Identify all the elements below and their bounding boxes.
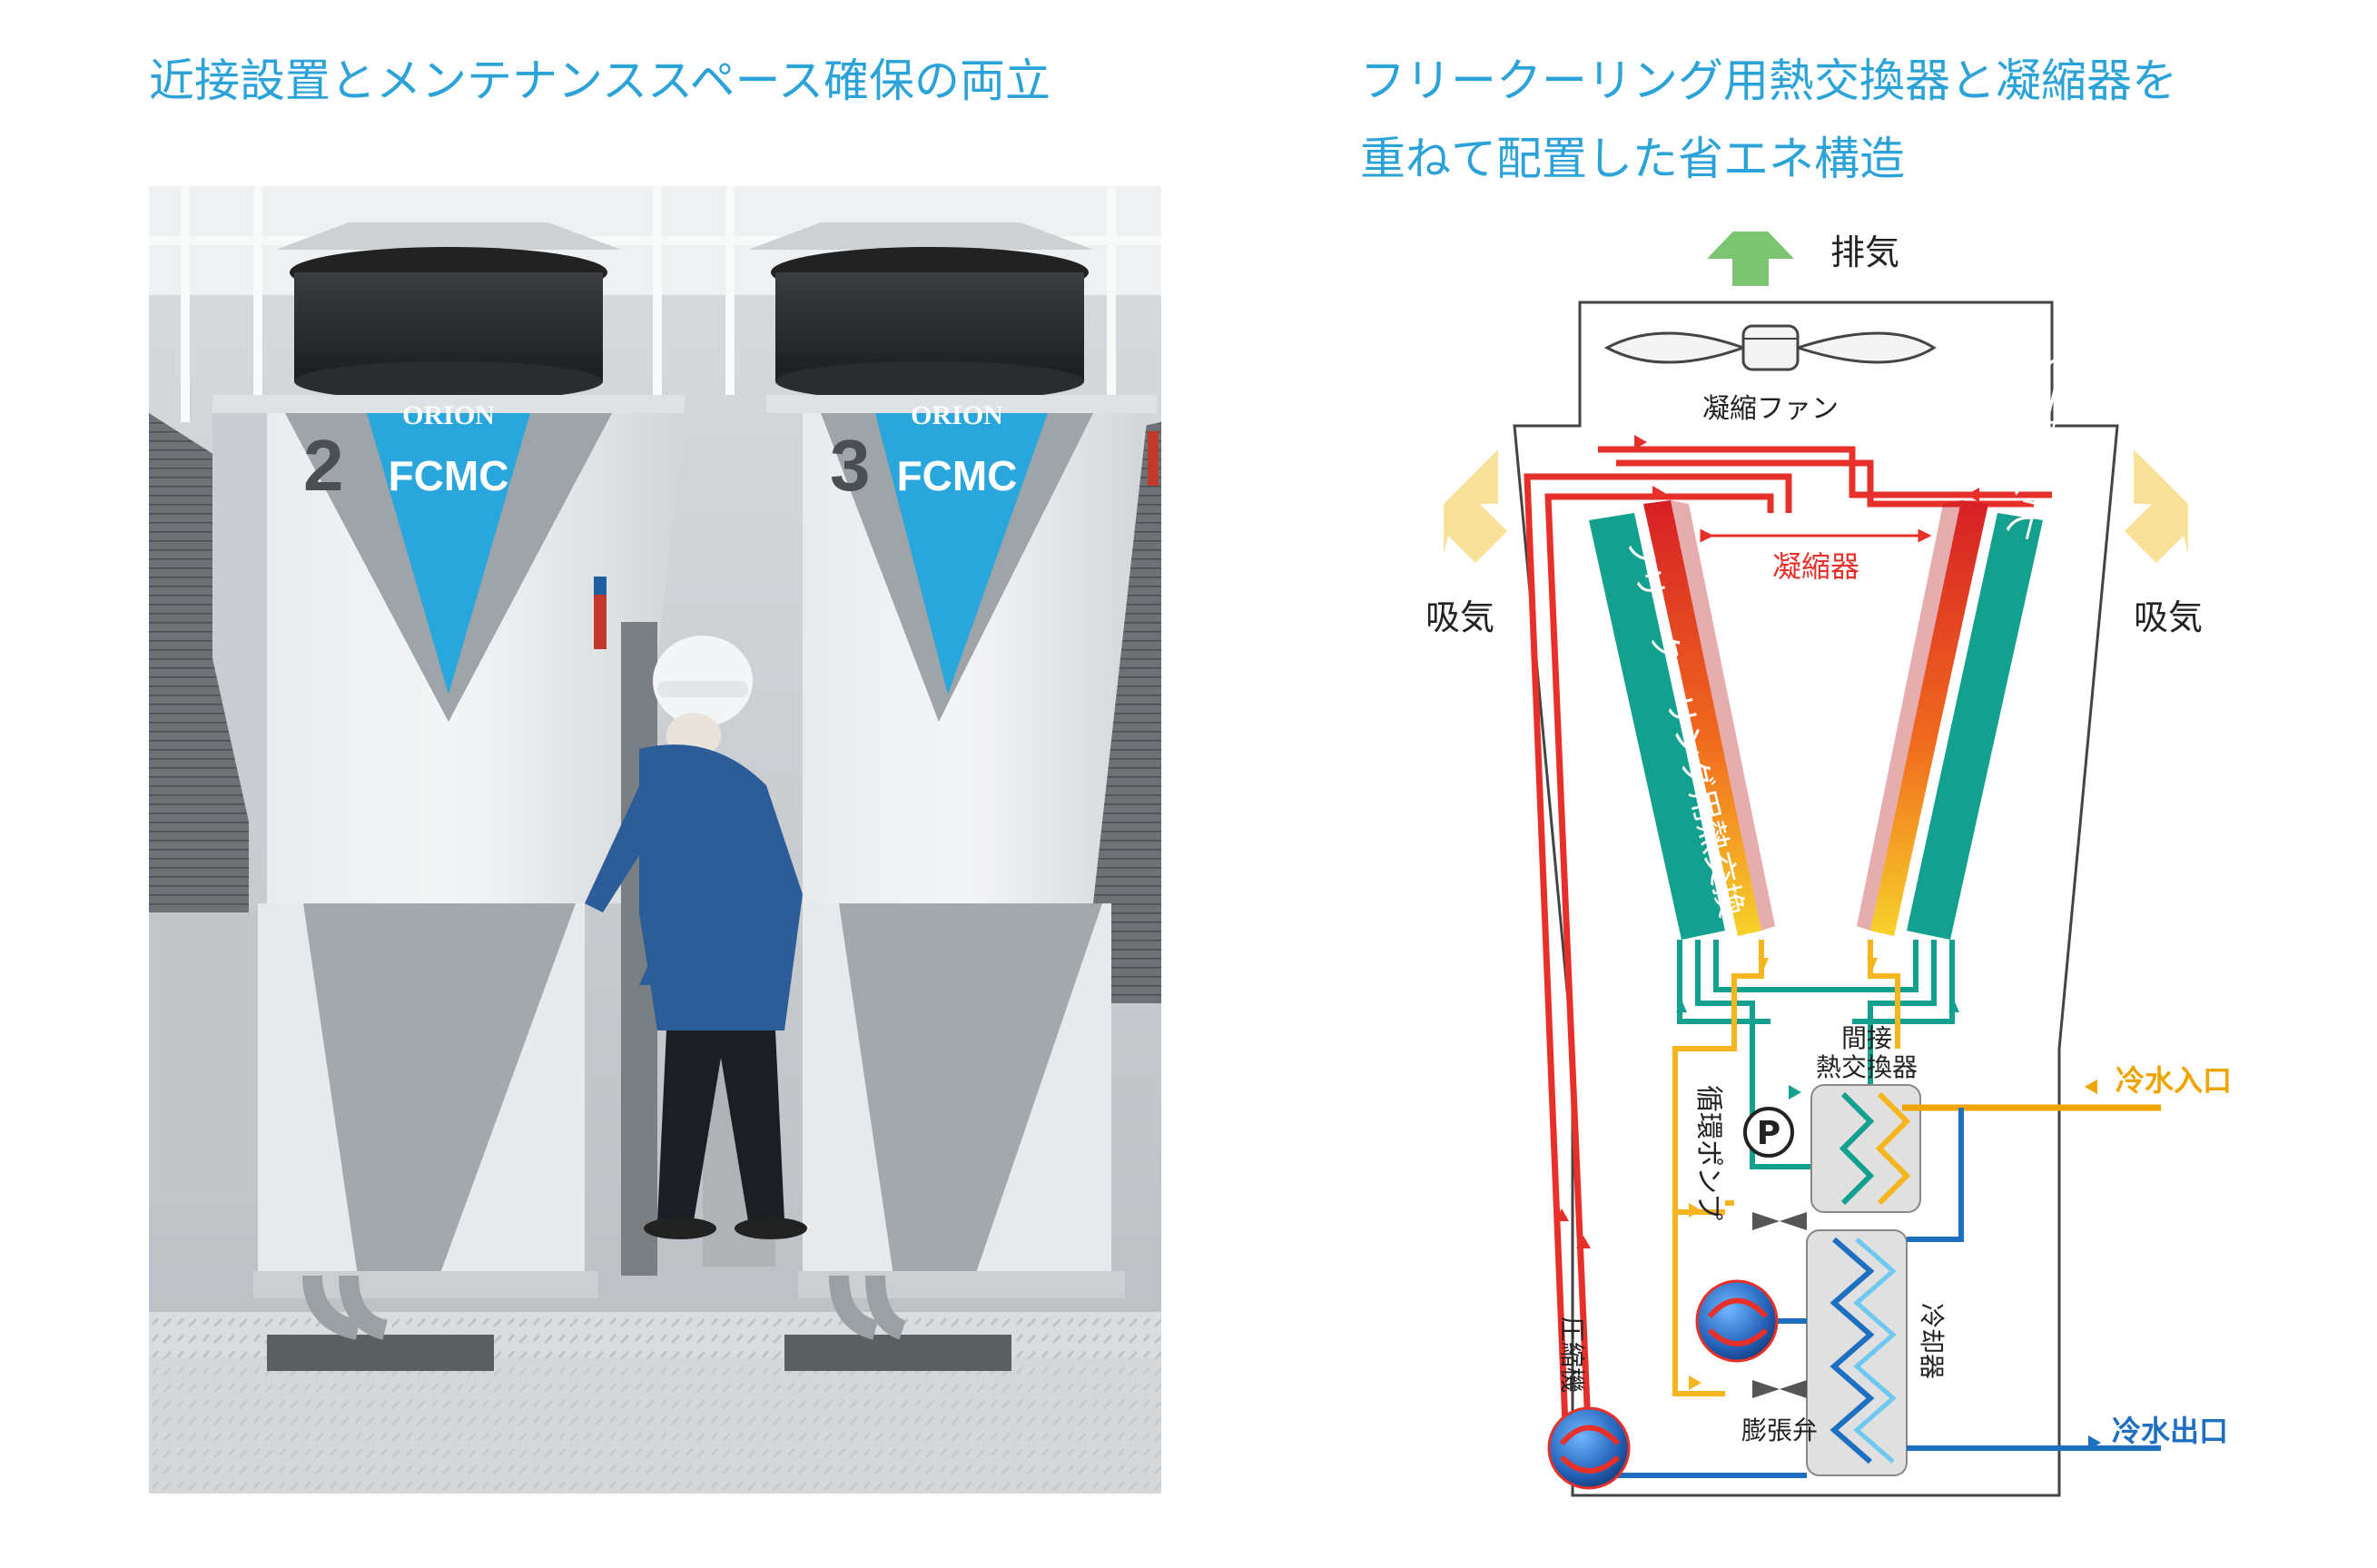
heading-right-line1: フリークーリング用熱交換器と凝縮器を bbox=[1360, 54, 2177, 107]
cooler-box bbox=[1806, 1229, 1908, 1476]
cooler-label: 冷却器 bbox=[1917, 1303, 1947, 1379]
heading-right-line2: 重ねて配置した省エネ構造 bbox=[1360, 133, 1905, 185]
pump-symbol: P bbox=[1757, 1115, 1780, 1152]
condenser-coil-right bbox=[1857, 500, 1988, 936]
fan-label: 凝縮ファン bbox=[1702, 393, 1839, 425]
system-diagram: 排気 凝縮ファン 吸気 吸気 凝縮器 フリークーリング用熱交換 フリークーリング… bbox=[1425, 232, 2232, 1497]
chilled-in-label: 冷水入口 bbox=[2116, 1063, 2232, 1098]
exhaust-arrow bbox=[1707, 232, 1794, 286]
intake-label-left: 吸気 bbox=[1425, 597, 1494, 637]
compressor-lower bbox=[1547, 1406, 1631, 1490]
intake-arrow-left bbox=[1444, 449, 1507, 563]
unit-3: ORION FCMC 3 bbox=[748, 222, 1159, 1340]
brand-text-3: ORION bbox=[911, 400, 1003, 430]
condenser-fan bbox=[1603, 324, 1937, 371]
chilled-out-label: 冷水出口 bbox=[2112, 1414, 2228, 1448]
installation-photo: ORION FCMC 2 ORION FCMC 3 bbox=[149, 186, 1161, 1494]
unit-number-3: 3 bbox=[830, 425, 871, 506]
indirect-hx-label-2: 熱交換器 bbox=[1816, 1052, 1918, 1082]
indirect-hx-label-1: 間接 bbox=[1841, 1023, 1892, 1053]
expansion-valve-label: 膨張弁 bbox=[1741, 1415, 1818, 1445]
circulation-pump bbox=[1743, 1107, 1794, 1158]
model-text-2: FCMC bbox=[389, 452, 509, 499]
compressor-upper bbox=[1695, 1279, 1779, 1363]
worker-figure bbox=[585, 636, 807, 1239]
condenser-coil-left bbox=[1643, 500, 1775, 936]
condenser-label: 凝縮器 bbox=[1772, 549, 1859, 584]
exhaust-label: 排気 bbox=[1830, 232, 1899, 272]
pump-label: 循環ポンプ bbox=[1692, 1085, 1724, 1220]
intake-arrow-right bbox=[2125, 449, 2188, 563]
brand-text-2: ORION bbox=[402, 400, 495, 430]
fc-hx-right bbox=[1907, 513, 2043, 940]
indirect-hx-box bbox=[1810, 1084, 1921, 1213]
intake-label-right: 吸気 bbox=[2134, 597, 2203, 637]
expansion-valve-upper bbox=[1752, 1212, 1807, 1230]
unit-number-2: 2 bbox=[303, 425, 344, 506]
fc-hx-left bbox=[1589, 513, 1725, 940]
unit-2: ORION FCMC 2 bbox=[212, 222, 685, 1340]
expansion-valve-lower bbox=[1752, 1380, 1807, 1398]
heading-left: 近接設置とメンテナンススペース確保の両立 bbox=[149, 54, 1050, 107]
heading-right: フリークーリング用熱交換器と凝縮器を 重ねて配置した省エネ構造 bbox=[1360, 42, 2177, 198]
model-text-3: FCMC bbox=[897, 452, 1018, 499]
compressor-label: 圧縮機 bbox=[1557, 1317, 1587, 1393]
